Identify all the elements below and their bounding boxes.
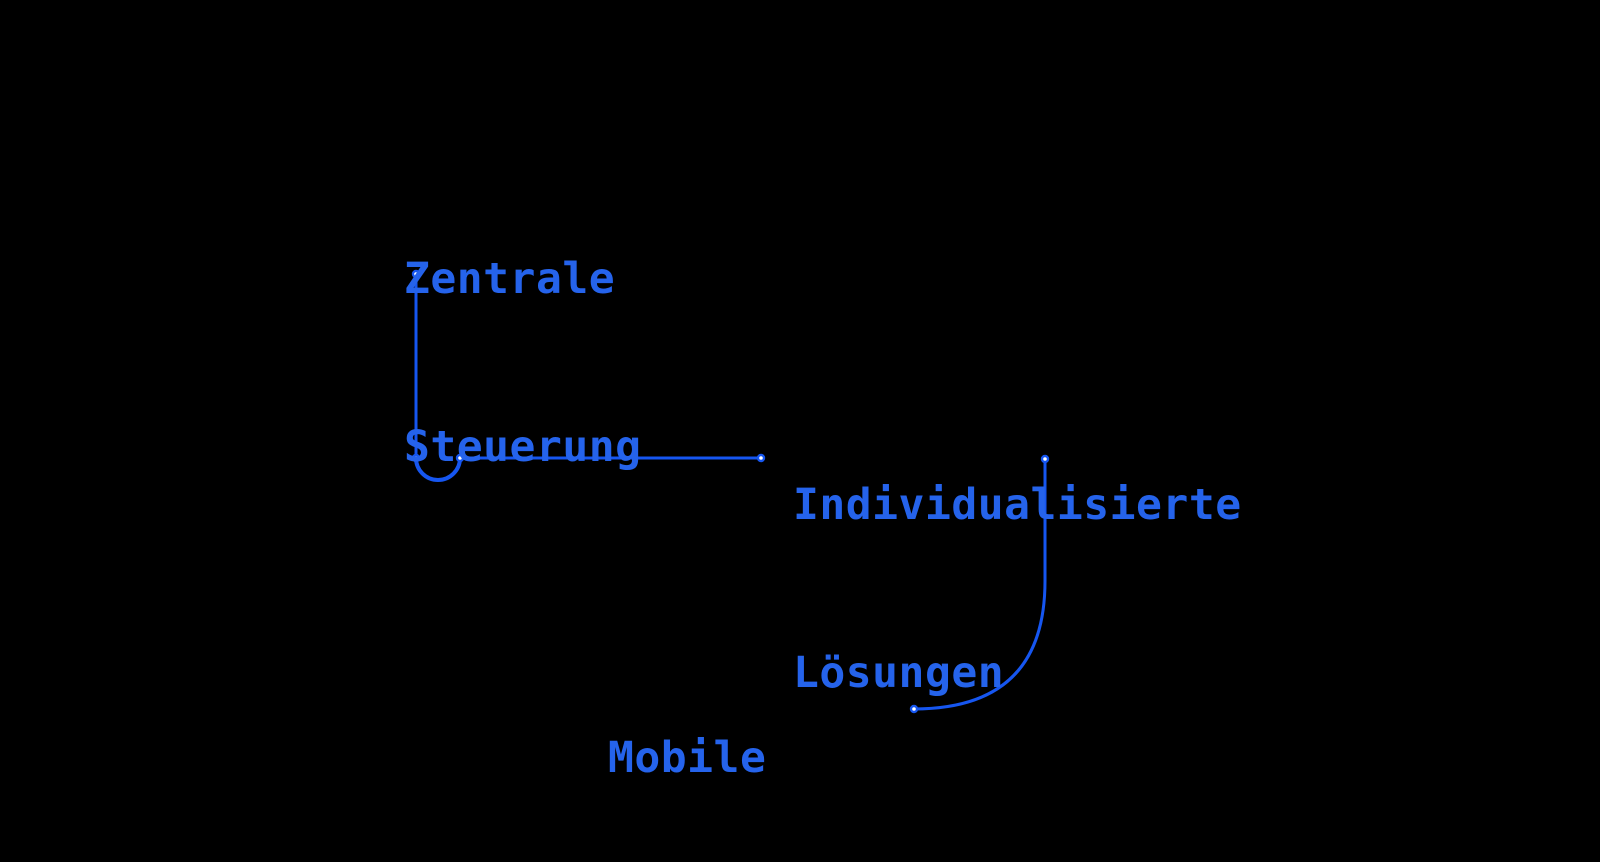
node-label-line: Individualisierte: [793, 480, 1242, 530]
node-label-line: Steuerung: [404, 422, 642, 472]
node-label-line: Lösungen: [793, 648, 1005, 698]
node-dot-hop-right: [455, 453, 465, 463]
node-label-individualisierte-loesungen: Individualisierte Lösungen: [793, 365, 1242, 813]
connector-loesungen-to-sicherheit: [912, 457, 1047, 711]
node-dot-sicherheit: [909, 704, 919, 714]
node-dot-loesungen-left: [756, 453, 766, 463]
node-dot-loesungen-right: [1040, 454, 1050, 464]
node-label-zentrale-steuerung: Zentrale Steuerung: [404, 139, 642, 587]
node-label-line: Zentrale: [404, 254, 616, 304]
node-label-line: Mobile: [608, 733, 767, 783]
node-dot-zentrale-top: [411, 269, 421, 279]
node-dot-hop-left: [411, 453, 421, 463]
connector-hop-arc: [414, 456, 462, 482]
node-label-mobile-sicherheit: Mobile Sicherheit: [608, 618, 872, 862]
